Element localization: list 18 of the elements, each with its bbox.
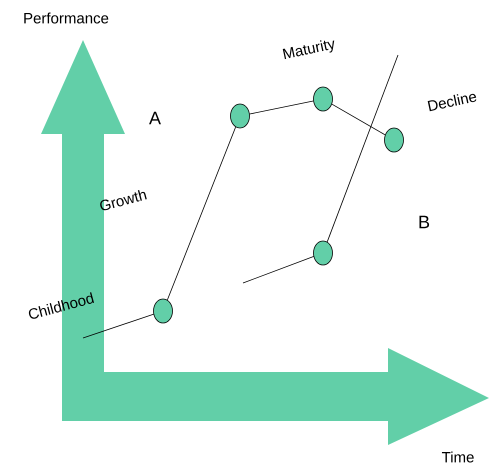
stage-label: A [149, 112, 161, 124]
stage-label: Time [442, 452, 474, 462]
circle-marker [313, 86, 333, 112]
connector-line [249, 100, 314, 114]
connector-line [242, 256, 314, 284]
stage-label: Performance [24, 12, 108, 24]
circle-marker [153, 298, 173, 324]
stage-label: Growth [100, 190, 147, 210]
connector-line [166, 126, 236, 300]
connector-line [326, 54, 398, 242]
circle-marker [384, 128, 404, 152]
circle-marker [313, 240, 333, 266]
stage-label: B [419, 216, 430, 228]
connector-line [82, 314, 154, 338]
connector-line [332, 104, 386, 136]
stage-label: Maturity [282, 40, 334, 60]
circle-marker [230, 104, 250, 128]
stage-label: Decline [428, 94, 476, 112]
